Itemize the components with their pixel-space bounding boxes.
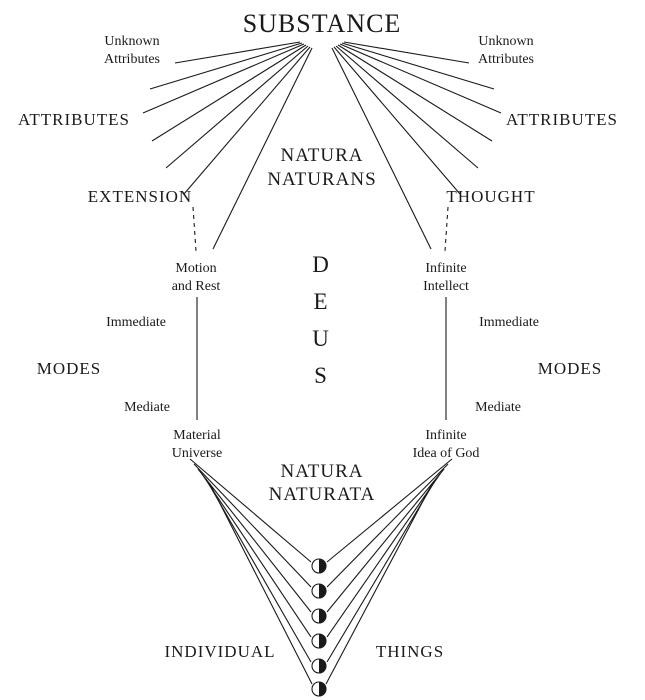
left-attributes-label: ATTRIBUTES (18, 110, 130, 129)
substance-motion-line (212, 47, 313, 250)
idea-thing-line (326, 473, 441, 638)
left-modes-label: MODES (37, 359, 102, 378)
individual-label: INDIVIDUAL (164, 642, 275, 661)
infinite-idea-of-god-label-line2: Idea of God (413, 446, 480, 461)
natura-naturata-label-line2: NATURATA (269, 484, 376, 505)
substance-thought-line (333, 46, 461, 195)
deus-label: D E U S (312, 252, 330, 388)
left-immediate-label: Immediate (106, 315, 166, 330)
substance-attribute-line (343, 41, 470, 64)
individual-thing-node-fill (319, 559, 326, 573)
substance-attribute-line (151, 44, 307, 142)
individual-thing-nodes (311, 558, 327, 697)
individual-thing-node-fill (319, 634, 326, 648)
substance-attribute-line (335, 45, 479, 169)
substance-attribute-line (165, 45, 309, 169)
natura-naturans-label-line1: NATURA (280, 145, 363, 166)
natura-naturata-label-line1: NATURA (280, 461, 363, 482)
substance-intellect-line (331, 47, 432, 250)
deus-letter-d: D (312, 252, 330, 277)
left-things-fan (189, 458, 313, 685)
substance-extension-line (183, 46, 311, 195)
right-unknown-attributes-label-line1: Unknown (478, 34, 533, 49)
motion-and-rest-label-line1: Motion (175, 261, 216, 276)
substance-attribute-line (337, 44, 493, 142)
infinite-intellect-label-line2: Intellect (423, 279, 469, 294)
things-label: THINGS (376, 642, 444, 661)
individual-thing-node-fill (319, 584, 326, 598)
idea-thing-line (326, 478, 437, 663)
substance-attribute-line (142, 43, 305, 114)
deus-letter-u: U (312, 326, 330, 351)
idea-thing-line (325, 483, 433, 685)
thought-label: THOUGHT (446, 187, 535, 206)
deus-letter-s: S (314, 363, 328, 388)
infinite-intellect-label-line1: Infinite (425, 261, 466, 276)
individual-thing-node-fill (319, 682, 326, 696)
motion-and-rest-label-line2: and Rest (172, 279, 221, 294)
substance-label: SUBSTANCE (243, 9, 402, 38)
extension-label: EXTENSION (88, 187, 192, 206)
right-attributes-label: ATTRIBUTES (506, 110, 618, 129)
substance-attribute-line (174, 41, 301, 64)
deus-letter-e: E (313, 289, 328, 314)
right-immediate-label: Immediate (479, 315, 539, 330)
thought-intellect-dashed-line (444, 206, 449, 252)
idea-thing-line (326, 458, 453, 563)
right-attribute-fan (331, 41, 502, 250)
universe-thing-line (189, 458, 312, 563)
right-unknown-attributes-label-line2: Attributes (478, 52, 534, 67)
universe-thing-line (209, 483, 313, 685)
substance-attribute-line (149, 42, 303, 90)
extension-motion-dashed-line (192, 206, 197, 252)
left-mediate-label: Mediate (124, 400, 170, 415)
idea-thing-line (326, 468, 445, 613)
right-mediate-label: Mediate (475, 400, 521, 415)
left-unknown-attributes-label-line1: Unknown (104, 34, 159, 49)
material-universe-label-line2: Universe (172, 446, 223, 461)
universe-thing-line (197, 468, 312, 613)
right-modes-label: MODES (538, 359, 603, 378)
left-attribute-fan (142, 41, 313, 250)
individual-thing-node-fill (319, 609, 326, 623)
universe-thing-line (201, 473, 312, 638)
idea-thing-line (326, 463, 449, 588)
infinite-idea-of-god-label-line1: Infinite (425, 428, 466, 443)
natura-naturans-label-line2: NATURANS (267, 169, 376, 190)
universe-thing-line (193, 463, 312, 588)
individual-thing-node-fill (319, 659, 326, 673)
material-universe-label-line1: Material (173, 428, 221, 443)
substance-attribute-line (341, 42, 495, 90)
left-unknown-attributes-label-line2: Attributes (104, 52, 160, 67)
right-things-fan (325, 458, 453, 685)
substance-attribute-line (339, 43, 502, 114)
